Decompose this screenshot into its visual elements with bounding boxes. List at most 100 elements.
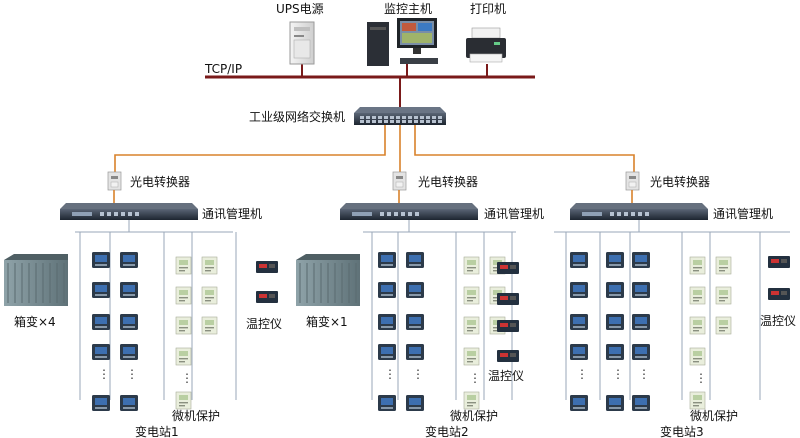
printer-icon [466,27,506,63]
power-meter-icon [632,314,650,330]
temperature-controller-icon [497,350,519,362]
station-label: 变电站2 [425,424,469,438]
power-meter-icon [378,395,396,411]
protection-relay-icon [463,316,480,335]
protection-label: 微机保护 [172,409,220,423]
protection-relay-icon [201,286,218,305]
host-label: 监控主机 [384,2,432,16]
power-meter-icon [120,314,138,330]
protection-relay-icon [689,347,706,366]
power-meter-icon [606,282,624,298]
temperature-controller-icon [497,293,519,305]
ellipsis-mark: ⋮ [469,371,481,385]
tcp-ip-label: TCP/IP [204,62,242,76]
media-converter-icon [107,171,122,191]
protection-label: 微机保护 [690,409,738,423]
temperature-controller-icon [256,261,278,273]
box-substation-label: 箱变×4 [14,314,56,329]
power-meter-icon [378,314,396,330]
power-meter-icon [406,395,424,411]
box-substation-icon [296,254,360,306]
temperature-controller-label: 温控仪 [760,314,796,328]
manager-label: 通讯管理机 [202,206,262,221]
power-meter-icon [570,282,588,298]
temperature-controller-label: 温控仪 [488,369,524,383]
power-meter-icon [570,252,588,268]
power-meter-icon [406,282,424,298]
ellipsis-mark: ⋮ [576,367,588,381]
power-meter-icon [606,252,624,268]
fiber-links [114,125,635,172]
temperature-controller-icon [497,320,519,332]
protection-relay-icon [175,347,192,366]
protection-relay-icon [689,391,706,410]
protection-relay-icon [175,286,192,305]
power-meter-icon [406,314,424,330]
protection-relay-icon [463,256,480,275]
power-meter-icon [570,344,588,360]
communication-manager-icon [340,203,478,220]
power-meter-icon [632,252,650,268]
ellipsis-mark: ⋮ [612,367,624,381]
power-meter-icon [92,314,110,330]
power-meter-icon [606,395,624,411]
converter-label: 光电转换器 [418,174,478,189]
temperature-controller-icon [256,291,278,303]
media-converter-icon [625,171,640,191]
protection-relay-icon [201,256,218,275]
power-meter-icon [92,395,110,411]
communication-manager-icon [570,203,708,220]
converter-label: 光电转换器 [650,174,710,189]
printer-label: 打印机 [470,2,506,16]
protection-relay-icon [463,286,480,305]
protection-relay-icon [175,391,192,410]
box-substation-icon [4,254,68,306]
protection-relay-icon [689,286,706,305]
ups-label: UPS电源 [276,2,324,16]
protection-relay-icon [715,316,732,335]
ellipsis-mark: ⋮ [695,371,707,385]
rs485-bus [363,220,516,400]
power-meter-icon [406,344,424,360]
protection-relay-icon [689,256,706,275]
power-meter-icon [570,395,588,411]
ups-cabinet-icon [289,21,315,65]
ellipsis-mark: ⋮ [98,367,110,381]
manager-label: 通讯管理机 [713,206,773,221]
power-meter-icon [378,282,396,298]
power-meter-icon [606,314,624,330]
power-meter-icon [92,252,110,268]
protection-relay-icon [463,391,480,410]
temperature-controller-icon [768,256,790,268]
power-meter-icon [406,252,424,268]
switch-label: 工业级网络交换机 [249,109,345,124]
protection-relay-icon [689,316,706,335]
temperature-controller-icon [497,262,519,274]
protection-relay-icon [201,316,218,335]
ellipsis-mark: ⋮ [126,367,138,381]
converter-label: 光电转换器 [130,174,190,189]
manager-label: 通讯管理机 [484,206,544,221]
rs485-bus [554,220,790,400]
station-label: 变电站3 [660,424,704,438]
protection-relay-icon [175,316,192,335]
power-meter-icon [92,282,110,298]
power-meter-icon [120,395,138,411]
power-meter-icon [120,282,138,298]
temperature-controller-icon [768,288,790,300]
communication-manager-icon [60,203,198,220]
power-meter-icon [606,344,624,360]
power-meter-icon [632,344,650,360]
power-meter-icon [632,282,650,298]
ellipsis-mark: ⋮ [181,371,193,385]
protection-relay-icon [463,347,480,366]
protection-relay-icon [175,256,192,275]
media-converter-icon [392,171,407,191]
power-meter-icon [632,395,650,411]
ellipsis-mark: ⋮ [384,367,396,381]
power-meter-icon [378,252,396,268]
computer-workstation-icon [367,18,438,66]
